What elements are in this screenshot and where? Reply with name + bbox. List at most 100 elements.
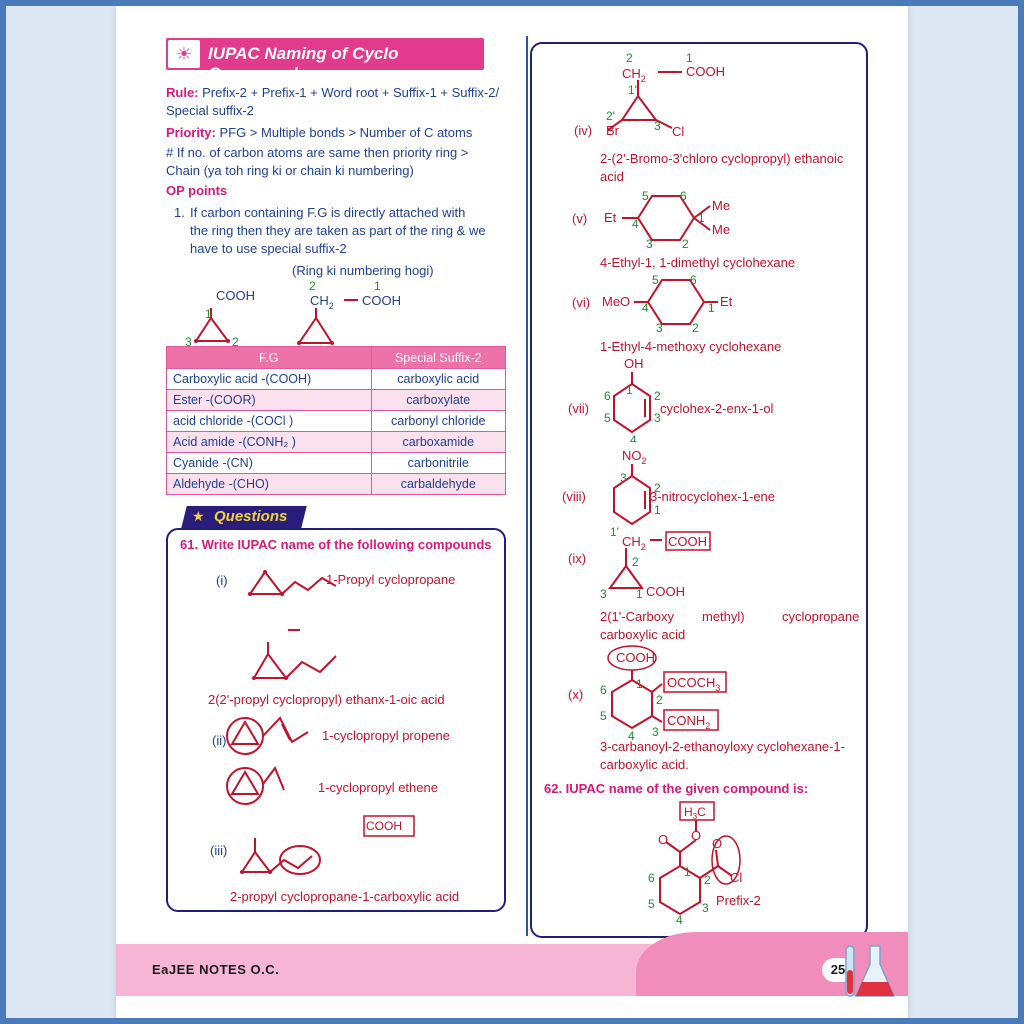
- notes-sheet: ☀ IUPAC Naming of Cyclo Compounds Rule: …: [116, 6, 908, 1018]
- q61-iii-cooh: COOH: [366, 819, 402, 833]
- svg-text:Et: Et: [604, 210, 617, 225]
- table-cell: Carboxylic acid -(COOH): [166, 368, 372, 390]
- v-label: (v): [572, 211, 588, 226]
- table-row: Cyanide -(CN)carbonitrile: [166, 452, 506, 474]
- svg-text:COOH: COOH: [646, 584, 685, 599]
- svg-text:2: 2: [654, 481, 661, 495]
- svg-text:2: 2: [656, 693, 663, 707]
- table-cell: Ester -(COOR): [166, 389, 372, 411]
- cooh-label: COOH: [216, 288, 255, 303]
- structure-v: Me Me Et 5 6 4 1 3 2: [604, 189, 730, 250]
- svg-text:1: 1: [708, 301, 715, 315]
- table-cell: acid chloride -(COCl ): [166, 410, 372, 432]
- q61-title: 61. Write IUPAC name of the following co…: [180, 537, 492, 552]
- priority-line: Priority: PFG > Multiple bonds > Number …: [166, 124, 472, 142]
- ix-name-mid: methyl): [702, 609, 745, 624]
- q62-title: 62. IUPAC name of the given compound is:: [544, 781, 809, 796]
- section-header: ☀ IUPAC Naming of Cyclo Compounds: [166, 38, 484, 83]
- table-header: Special Suffix-2: [370, 346, 506, 369]
- rule-text-2: Special suffix-2: [166, 103, 254, 118]
- ix-label: (ix): [568, 551, 587, 566]
- q61-ii-label: (ii): [212, 733, 227, 748]
- svg-text:5: 5: [604, 411, 611, 425]
- svg-text:1: 1: [698, 211, 705, 225]
- v-name: 4-Ethyl-1, 1-dimethyl cyclohexane: [600, 255, 796, 270]
- svg-text:Me: Me: [712, 222, 730, 237]
- op-points-label: OP points: [166, 183, 228, 198]
- trophy-icon: ★: [192, 508, 205, 524]
- vi-name: 1-Ethyl-4-methoxy cyclohexane: [600, 339, 782, 354]
- page: ☀ IUPAC Naming of Cyclo Compounds Rule: …: [6, 6, 1018, 1018]
- svg-text:2': 2': [606, 109, 615, 123]
- svg-text:1: 1: [686, 51, 693, 65]
- iv-name-1: 2-(2'-Bromo-3'chloro cyclopropyl) ethano…: [600, 151, 844, 166]
- svg-text:3: 3: [620, 471, 627, 485]
- vii-name: cyclohex-2-enx-1-ol: [660, 401, 774, 416]
- structure-viii: NO2 3 2 1: [613, 448, 661, 526]
- table-row: acid chloride -(COCl )carbonyl chloride: [166, 410, 506, 432]
- svg-text:MeO: MeO: [602, 294, 630, 309]
- table-cell: Aldehyde -(CHO): [166, 473, 372, 495]
- svg-text:6: 6: [680, 189, 687, 203]
- example-structures: COOH 1 3 2 2 1 CH2 COOH: [185, 279, 401, 348]
- svg-text:1: 1: [636, 677, 643, 691]
- svg-text:6: 6: [648, 871, 655, 885]
- svg-text:2: 2: [692, 321, 699, 334]
- table-cell: carboxamide: [370, 431, 506, 453]
- rule-line: Rule: Prefix-2 + Prefix-1 + Word root + …: [166, 84, 499, 102]
- ring-numbering-caption: (Ring ki numbering hogi): [292, 263, 434, 278]
- vii-label: (vii): [568, 401, 589, 416]
- svg-text:COOH: COOH: [668, 534, 707, 549]
- svg-text:2: 2: [632, 555, 639, 569]
- ch2-label: CH2: [310, 293, 334, 311]
- svg-text:O: O: [658, 832, 668, 847]
- svg-text:Cl: Cl: [730, 870, 742, 885]
- table-header: F.G: [166, 346, 372, 369]
- svg-text:6: 6: [690, 273, 697, 287]
- rule-label: Rule:: [166, 85, 199, 100]
- note-line-1: # If no. of carbon atoms are same then p…: [166, 145, 469, 160]
- table-row: Carboxylic acid -(COOH)carboxylic acid: [166, 368, 506, 390]
- svg-text:4: 4: [628, 729, 635, 742]
- note-line-2: Chain (ya toh ring ki or chain ki number…: [166, 163, 414, 178]
- svg-text:3: 3: [600, 587, 607, 601]
- structure-ix: CH2 COOH COOH 1' 2 3 1: [600, 525, 711, 601]
- op-item-line-1: If carbon containing F.G is directly att…: [190, 205, 466, 220]
- svg-text:3: 3: [654, 411, 661, 425]
- structure-vii: OH 1 2 3 4 5 6: [604, 356, 661, 442]
- svg-text:OCOCH3: OCOCH3: [667, 675, 720, 693]
- svg-text:1: 1: [636, 587, 643, 601]
- priority-text: PFG > Multiple bonds > Number of C atoms: [219, 125, 473, 140]
- num-1: 1: [205, 307, 212, 321]
- table-cell: carboxylate: [370, 389, 506, 411]
- table-cell: Acid amide -(CONH₂ ): [166, 431, 372, 453]
- iv-label: (iv): [574, 123, 593, 138]
- num-3: 3: [185, 335, 192, 348]
- structure-x: COOH OCOCH3 CONH2 1 2 3 4 5 6: [600, 645, 727, 742]
- op-item-line-3: have to use special suffix-2: [190, 241, 347, 256]
- q61-structures: 1-Propyl cyclopropane 1-cyclopropyl prop…: [208, 570, 459, 904]
- table-row: Acid amide -(CONH₂ )carboxamide: [166, 431, 506, 453]
- svg-text:O: O: [712, 836, 722, 851]
- svg-text:4: 4: [642, 301, 649, 315]
- structure-62: H3C O O O Cl 1 2 3 4 5 6: [648, 801, 742, 926]
- priority-label: Priority:: [166, 125, 216, 140]
- column-divider: [526, 36, 528, 936]
- svg-text:2: 2: [626, 51, 633, 65]
- svg-text:5: 5: [600, 709, 607, 723]
- q61-ii-name: 1-cyclopropyl propene: [322, 728, 450, 743]
- svg-text:4: 4: [630, 433, 637, 442]
- q61-i2-name: 2(2'-propyl cyclopropyl) ethanx-1-oic ac…: [208, 692, 445, 707]
- table-cell: carbonyl chloride: [370, 410, 506, 432]
- ix-name-2: carboxylic acid: [600, 627, 686, 642]
- svg-text:1: 1: [684, 865, 691, 879]
- svg-text:2: 2: [704, 873, 711, 887]
- svg-text:2: 2: [654, 389, 661, 403]
- ix-name-1: 2(1'-Carboxy: [600, 609, 675, 624]
- ix-name-end: cyclopropane: [782, 609, 860, 624]
- svg-text:4: 4: [632, 217, 639, 231]
- questions-title: Questions: [214, 508, 288, 525]
- svg-text:CH2: CH2: [622, 534, 646, 552]
- svg-text:6: 6: [600, 683, 607, 697]
- x-name-1: 3-carbanoyl-2-ethanoyloxy cyclohexane-1-: [600, 739, 845, 754]
